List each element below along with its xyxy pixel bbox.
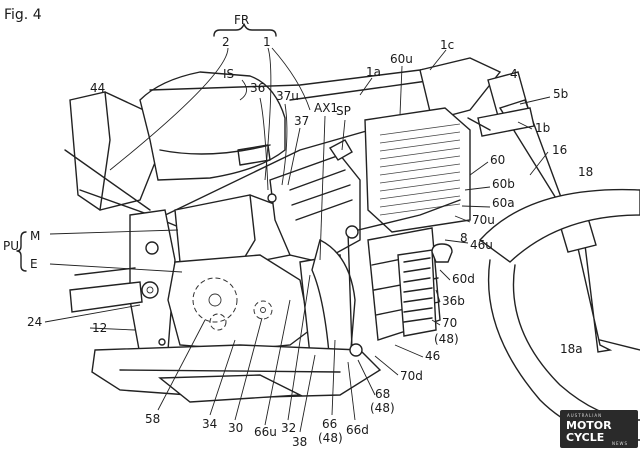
rear-body-panel — [69, 91, 159, 211]
gear-circle — [209, 313, 227, 331]
label-SP: SP — [336, 104, 351, 118]
swingarm-top-line — [74, 267, 136, 276]
label-37: 37 — [294, 114, 309, 128]
watermark-line1: MOTOR — [566, 419, 612, 432]
label-5b: 5b — [553, 87, 568, 101]
label-18: 18 — [578, 165, 593, 179]
front-cross-tube — [349, 199, 461, 233]
label-M: M — [30, 229, 40, 243]
watermark-sub: NEWS — [612, 441, 628, 446]
seat-latch — [237, 144, 271, 166]
label-36: 36 — [250, 81, 265, 95]
shock-body-36b — [397, 249, 437, 337]
label-E: E — [30, 257, 38, 271]
swingarm — [69, 281, 143, 313]
label-70u: 70u — [472, 213, 495, 227]
label-IS: IS — [223, 67, 234, 81]
label-70d: 70d — [400, 369, 423, 383]
front-down-tube — [347, 231, 353, 351]
fr-brace — [213, 23, 277, 37]
under-cowl-line — [119, 369, 341, 373]
label-18a: 18a — [560, 342, 583, 356]
label-66: 66 — [322, 417, 337, 431]
label-46u: 46u — [470, 238, 493, 252]
label-AX1: AX1 — [314, 101, 338, 115]
label-46: 46 — [425, 349, 440, 363]
label-24: 24 — [27, 315, 42, 329]
reservoir-cap — [431, 243, 453, 263]
label-38: 38 — [292, 435, 307, 449]
label-16: 16 — [552, 143, 567, 157]
front-fender — [478, 188, 640, 263]
label-12: 12 — [92, 321, 107, 335]
label-30: 30 — [228, 421, 243, 435]
gear-circle-2 — [253, 300, 273, 320]
tube-joint-lower — [349, 343, 363, 357]
label-60b: 60b — [492, 177, 515, 191]
label-70: 70 — [442, 316, 457, 330]
leader-lines — [44, 47, 551, 433]
label-2: 2 — [222, 35, 230, 49]
label-32: 32 — [281, 421, 296, 435]
label-58: 58 — [145, 412, 160, 426]
crank-circle — [192, 277, 238, 323]
label-1c: 1c — [440, 38, 454, 52]
label-36b: 36b — [442, 294, 465, 308]
label-1b: 1b — [535, 121, 550, 135]
label-4: 4 — [510, 67, 518, 81]
rear-subframe-upper — [64, 149, 151, 211]
exhaust-muffler — [158, 374, 303, 403]
cylinder-bolt — [267, 193, 277, 203]
swingarm-pivot — [141, 281, 159, 299]
shock-spring — [403, 257, 433, 323]
watermark-line2: CYCLE — [566, 431, 604, 444]
label-44: 44 — [90, 81, 105, 95]
figure-title: Fig. 4 — [4, 7, 42, 23]
rear-panel-edge — [99, 91, 111, 211]
tube-joint-upper — [345, 225, 359, 239]
watermark-logo: AUSTRALIAN MOTOR CYCLE NEWS — [560, 410, 638, 448]
watermark-top: AUSTRALIAN — [567, 413, 602, 418]
label-34: 34 — [202, 417, 217, 431]
label-68: 68 — [375, 387, 390, 401]
label-1a: 1a — [366, 65, 381, 79]
swingarm-pivot-center — [146, 286, 154, 294]
radiator-fins — [379, 123, 461, 216]
label-48-c: (48) — [318, 431, 343, 445]
label-PU: PU — [3, 239, 19, 253]
label-60: 60 — [490, 153, 505, 167]
lower-triple-clamp — [477, 107, 535, 137]
clamp-link — [467, 117, 491, 131]
label-FR: FR — [234, 13, 249, 27]
engine-crankcase — [167, 254, 311, 351]
label-48-a: (48) — [434, 332, 459, 346]
pivot-bolt-upper — [145, 241, 159, 255]
label-48-b: (48) — [370, 401, 395, 415]
label-60a: 60a — [492, 196, 515, 210]
reference-labels: FR 2 1 IS 36 37u AX1 SP 1a 60u 1c 4 44 5… — [3, 13, 593, 449]
bracket-bolt — [158, 338, 166, 346]
crank-center — [208, 293, 222, 307]
pu-brace — [16, 231, 27, 272]
axle-line — [599, 339, 640, 351]
spark-plug — [328, 139, 353, 161]
label-60d: 60d — [452, 272, 475, 286]
label-60u: 60u — [390, 52, 413, 66]
gear-center — [260, 307, 266, 313]
label-37u: 37u — [276, 89, 299, 103]
label-1: 1 — [263, 35, 271, 49]
label-66d: 66d — [346, 423, 369, 437]
cylinder-block — [269, 154, 361, 263]
cylinder-fins — [289, 169, 353, 221]
seat-line — [159, 144, 271, 155]
label-8: 8 — [460, 231, 468, 245]
label-66u: 66u — [254, 425, 277, 439]
